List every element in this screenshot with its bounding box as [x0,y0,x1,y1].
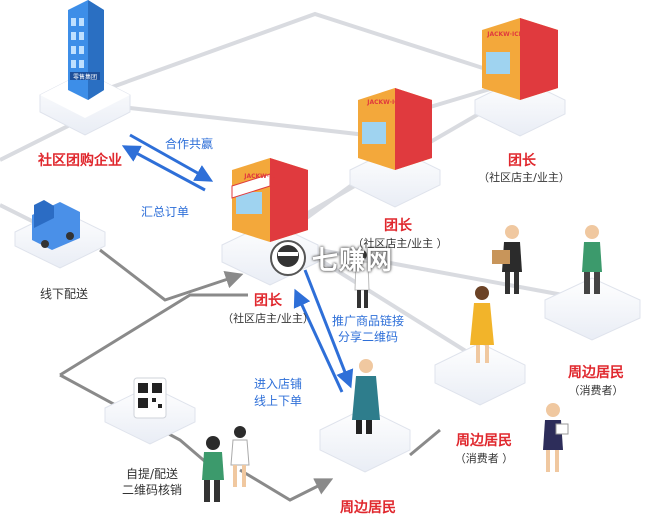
leader-top-subtitle: （社区店主/业主） [478,171,570,184]
flow-arrows [121,133,354,393]
person-box-icon [492,225,522,294]
flow-cooperate-label: 合作共赢 [165,137,214,151]
resident-mid-subtitle: （消费者 ） [454,452,514,465]
person-resident-mid-icon [470,286,494,363]
resident-mid-title: 周边居民 [456,433,512,449]
resident-bottom-title: 周边居民 [340,500,396,516]
resident-right-subtitle: （消费者） [568,384,624,397]
person-resident-right-icon [582,225,602,294]
watermark-logo-icon [270,240,306,276]
leader-top-title: 团长 [508,153,536,169]
qr-code-icon [133,377,167,419]
watermark-text: 七赚网 [312,245,394,276]
person-leader-icon [352,359,380,434]
flow-summary-label: 汇总订单 [141,205,190,219]
offline-delivery-label: 线下配送 [40,287,89,301]
leader-mid-title: 团长 [384,218,412,234]
shop-sign-mid: JACKW·ICE [366,99,403,106]
enterprise-label: 社区团购企业 [38,153,122,169]
people-pickup-icon [202,426,250,502]
shop-icon-top [482,18,558,100]
shop-sign-main: JACKW·ICE [243,173,280,180]
shop-icon-main [231,158,308,242]
shop-icon-mid [358,88,432,170]
watermark: 七赚网 [306,238,393,278]
flow-promote-line1: 推广商品链接 [331,314,405,328]
flow-promote-line2: 分享二维码 [337,330,399,344]
flow-enter-line2: 线上下单 [253,394,303,408]
delivery-lines [59,248,441,502]
flow-enter-line1: 进入店铺 [253,377,303,391]
shop-sign-top: JACKW·ICE [486,31,523,38]
truck-icon [32,200,80,250]
resident-right-title: 周边居民 [568,365,624,381]
building-sign: 零售集团 [73,73,97,81]
platform-resident-right [544,277,641,341]
leader-main-title: 团长 [254,293,282,309]
person-reader-icon [543,403,569,472]
pickup-line2: 二维码核销 [121,483,183,497]
building-icon [68,0,104,100]
person-top-small-icon [354,250,370,308]
pickup-line1: 自提/配送 [125,467,179,481]
leader-mid-subtitle: （社区店主/业主 ） [352,237,448,250]
leader-main-subtitle: （社区店主/业主） [222,312,314,325]
